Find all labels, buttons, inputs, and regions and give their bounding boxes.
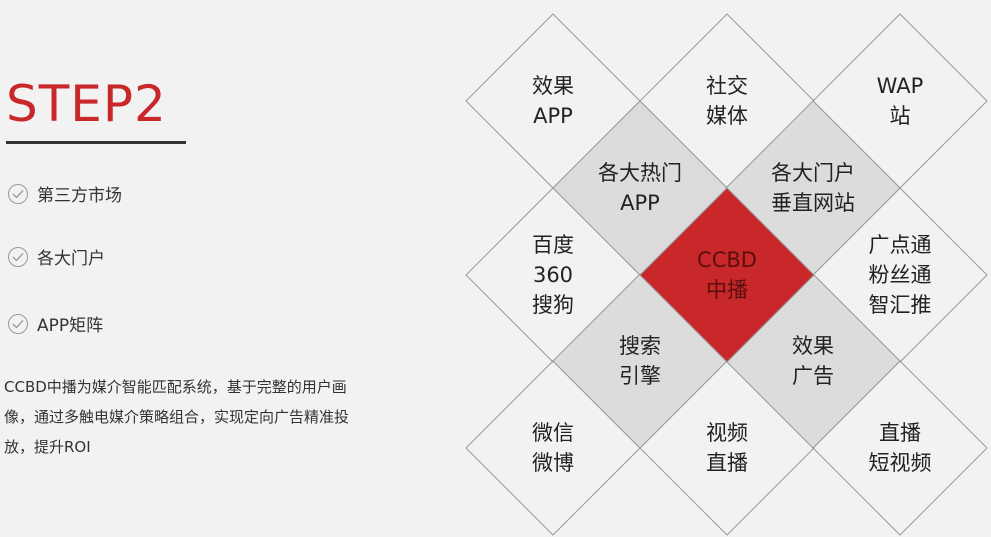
title-underline (6, 141, 186, 144)
feature-label: APP矩阵 (37, 316, 104, 336)
outer-label-5: 微信微博 (532, 421, 574, 475)
feature-label: 第三方市场 (37, 186, 122, 206)
check-circle-icon (8, 183, 28, 204)
outer-label-6: 视频直播 (706, 421, 748, 475)
feature-item-portals: 各大门户 (8, 244, 105, 269)
center-cell (639, 187, 815, 363)
inner-label-1: 各大门户垂直网站 (771, 161, 855, 215)
inner-label-3: 效果广告 (792, 334, 834, 388)
outer-label-1: 社交媒体 (706, 74, 748, 128)
feature-label: 各大门户 (37, 249, 105, 269)
feature-item-third-party-market: 第三方市场 (8, 181, 122, 206)
feature-item-app-matrix: APP矩阵 (8, 311, 103, 336)
step-title: STEP2 (6, 75, 167, 133)
check-circle-icon (8, 313, 28, 334)
description: CCBD中播为媒介智能匹配系统，基于完整的用户画像，通过多触电媒介策略组合，实现… (4, 378, 350, 456)
outer-label-7: 直播短视频 (869, 421, 932, 475)
step-panel: STEP2 第三方市场 各大门户 APP矩阵 CCBD中播为媒介智能匹配系统，基… (0, 0, 440, 537)
inner-label-2: 搜索引擎 (619, 334, 661, 388)
outer-label-4: 广点通粉丝通智汇推 (869, 233, 932, 317)
check-circle-icon (8, 246, 28, 267)
